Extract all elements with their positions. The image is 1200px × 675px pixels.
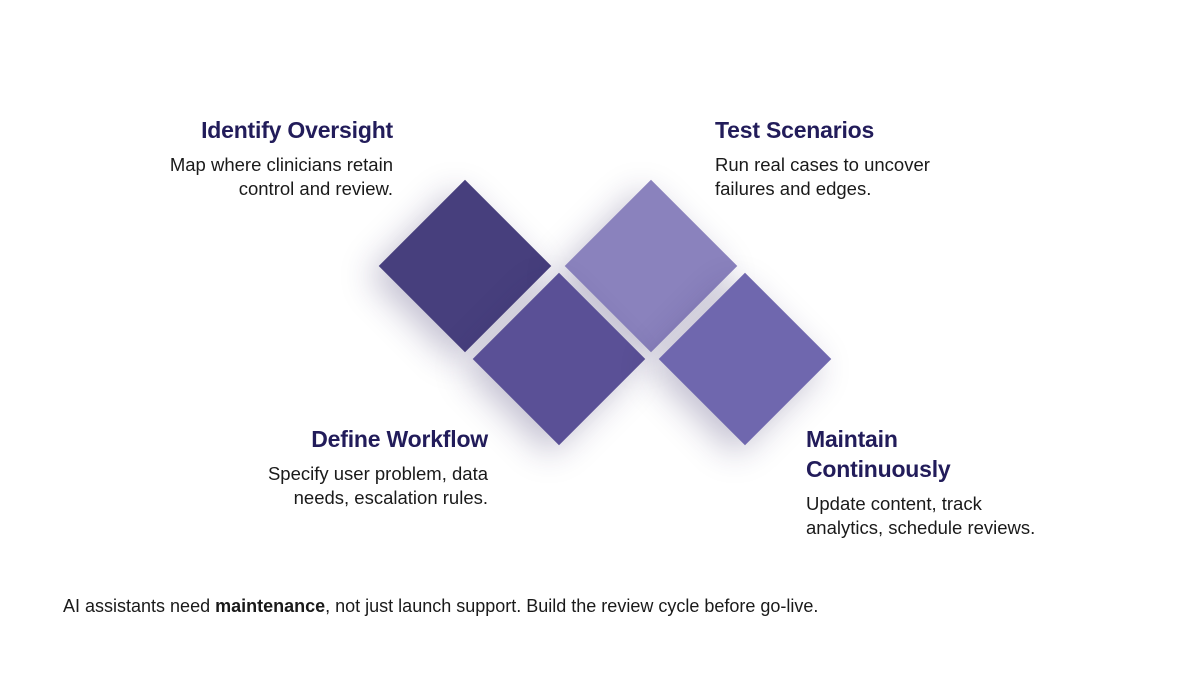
step-identify-desc-line1: Map where clinicians retain — [169, 154, 393, 175]
step-maintain-title-line2: Continuously — [806, 456, 951, 482]
step-maintain-title: Maintain Continuously — [806, 424, 1106, 484]
step-identify-desc: Map where clinicians retain control and … — [93, 153, 393, 201]
step-identify-desc-line2: control and review. — [238, 178, 393, 199]
step-define-title: Define Workflow — [311, 426, 488, 452]
step-define-desc-line1: Specify user problem, data — [267, 463, 488, 484]
step-identify-title: Identify Oversight — [201, 117, 393, 143]
step-test-desc: Run real cases to uncover failures and e… — [715, 153, 1015, 201]
step-test-desc-line2: failures and edges. — [715, 178, 872, 199]
step-maintain-desc-line1: Update content, track — [806, 493, 982, 514]
footnote: AI assistants need maintenance, not just… — [63, 594, 1063, 618]
step-maintain-title-line1: Maintain — [806, 426, 898, 452]
step-maintain-desc-line2: analytics, schedule reviews. — [806, 517, 1036, 538]
step-test-title: Test Scenarios — [715, 117, 875, 143]
step-test-desc-line1: Run real cases to uncover — [715, 154, 930, 175]
footnote-post: , not just launch support. Build the rev… — [325, 596, 819, 616]
step-maintain-desc: Update content, track analytics, schedul… — [806, 492, 1106, 540]
step-define-desc: Specify user problem, data needs, escala… — [188, 462, 488, 510]
footnote-pre: AI assistants need — [63, 596, 216, 616]
footnote-bold: maintenance — [215, 596, 326, 616]
step-define-desc-line2: needs, escalation rules. — [293, 487, 488, 508]
